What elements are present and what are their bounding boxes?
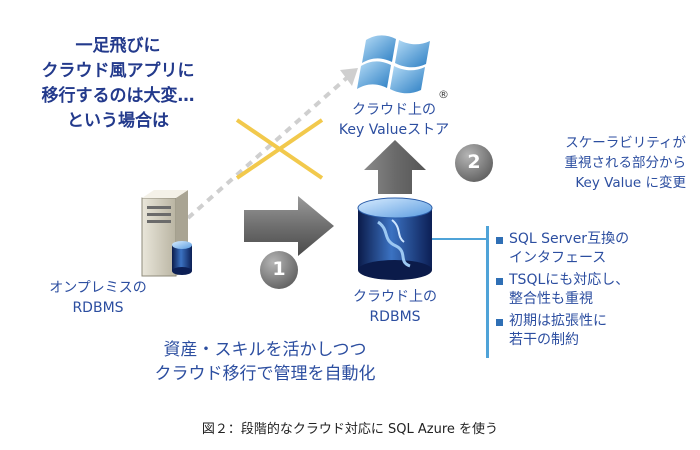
cloud-rdbms-label-line1: クラウド上の bbox=[353, 289, 437, 305]
figure-caption: 図２：段階的なクラウド対応に SQL Azure を使う bbox=[201, 422, 499, 437]
bullet-square-icon bbox=[496, 319, 503, 326]
step-2-badge bbox=[455, 144, 493, 182]
kv-note-line: Key Value に変更 bbox=[575, 175, 686, 191]
windows-azure-logo-icon bbox=[357, 35, 430, 94]
cloud-rdbms-label-line2: RDBMS bbox=[369, 309, 421, 325]
step-2-number: 2 bbox=[467, 151, 481, 173]
bullet-text: TSQLにも対応し、 整合性も重視 bbox=[509, 272, 630, 307]
bullet-item: TSQLにも対応し、 整合性も重視 bbox=[496, 271, 629, 309]
step-1-number: 1 bbox=[272, 258, 286, 280]
headline-line: クラウド風アプリに bbox=[41, 61, 195, 81]
migration-arrow-up bbox=[364, 140, 426, 194]
migration-arrow-right bbox=[244, 196, 334, 256]
bullet-item: 初期は拡張性に 若干の制約 bbox=[496, 312, 629, 350]
not-recommended-cross-icon bbox=[235, 118, 324, 180]
dashed-migration-arrow bbox=[186, 68, 358, 220]
bullet-text: 初期は拡張性に 若干の制約 bbox=[509, 313, 607, 348]
bullet-item: SQL Server互換の インタフェース bbox=[496, 230, 629, 268]
bullet-square-icon bbox=[496, 237, 503, 244]
headline: 一足飛びに クラウド風アプリに 移行するのは大変… という場合は bbox=[18, 34, 218, 134]
feature-bullet-list: SQL Server互換の インタフェース TSQLにも対応し、 整合性も重視 … bbox=[496, 230, 629, 353]
cloud-kv-label-line2: Key Valueストア bbox=[338, 122, 450, 138]
bottom-caption-line: クラウド移行で管理を自動化 bbox=[154, 364, 376, 384]
registered-mark: ® bbox=[438, 88, 449, 101]
bottom-caption: 資産・スキルを活かしつつ クラウド移行で管理を自動化 bbox=[120, 338, 410, 386]
bullet-bracket bbox=[486, 226, 489, 358]
onprem-label: オンプレミスの RDBMS bbox=[28, 278, 168, 318]
headline-line: 移行するのは大変… bbox=[41, 86, 195, 106]
cloud-kv-label: クラウド上の Key Valueストア bbox=[324, 100, 464, 140]
headline-line: という場合は bbox=[67, 111, 169, 131]
kv-note: スケーラビリティが 重視される部分から Key Value に変更 bbox=[508, 133, 687, 193]
headline-line: 一足飛びに bbox=[75, 36, 161, 56]
bullet-square-icon bbox=[496, 278, 503, 285]
bullet-text: SQL Server互換の インタフェース bbox=[509, 231, 630, 266]
cloud-rdbms-database-icon bbox=[357, 197, 433, 280]
kv-note-line: スケーラビリティが bbox=[565, 135, 686, 151]
cloud-rdbms-label: クラウド上の RDBMS bbox=[330, 287, 460, 327]
onprem-label-line2: RDBMS bbox=[72, 300, 124, 316]
bottom-caption-line: 資産・スキルを活かしつつ bbox=[163, 340, 367, 360]
onprem-label-line1: オンプレミスの bbox=[49, 280, 147, 296]
on-premise-server-icon bbox=[141, 190, 192, 277]
kv-note-line: 重視される部分から bbox=[564, 155, 687, 171]
step-1-badge bbox=[260, 251, 298, 289]
cloud-kv-label-line1: クラウド上の bbox=[352, 102, 436, 118]
